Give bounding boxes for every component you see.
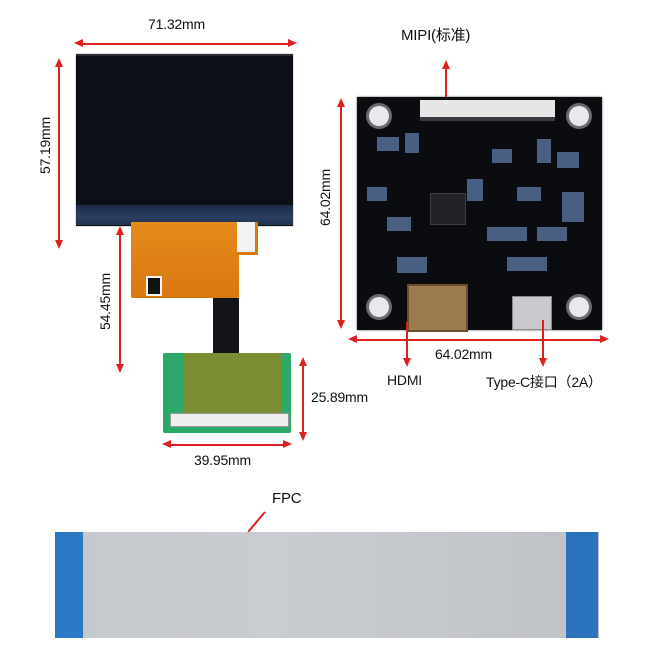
arrow-down-icon — [337, 320, 345, 329]
board-width-dimension-line — [354, 339, 604, 341]
lcd-fpc-component — [146, 276, 162, 296]
arrow-right-icon — [288, 39, 297, 47]
arrow-left-icon — [162, 440, 171, 448]
fpc-length-dimension-line — [119, 231, 121, 366]
smd-component — [557, 152, 579, 168]
adapter-height-dimension-line — [302, 362, 304, 436]
type-c-port — [512, 296, 552, 330]
arrow-up-icon — [116, 226, 124, 235]
main-chip — [430, 193, 466, 225]
mipi-connector — [420, 100, 555, 121]
smd-component — [387, 217, 411, 231]
mipi-label: MIPI(标准) — [401, 27, 471, 44]
lcd-width-label: 71.32mm — [148, 16, 205, 32]
board-height-dimension-line — [340, 104, 342, 322]
arrow-left-icon — [348, 335, 357, 343]
lcd-width-dimension-line — [80, 43, 292, 45]
smd-component — [397, 257, 427, 273]
adapter-connector — [170, 413, 289, 427]
arrow-up-icon — [299, 357, 307, 366]
hdmi-label: HDMI — [387, 372, 422, 388]
hdmi-pointer-line — [406, 322, 408, 360]
mounting-hole — [569, 297, 589, 317]
arrow-down-icon — [299, 432, 307, 441]
mounting-hole — [369, 106, 389, 126]
fpc-label: FPC — [272, 490, 302, 507]
arrow-right-icon — [283, 440, 292, 448]
smd-component — [507, 257, 547, 271]
board-height-label: 64.02mm — [317, 169, 333, 226]
smd-component — [537, 139, 551, 163]
fpc-length-label: 54.45mm — [97, 273, 113, 330]
smd-component — [377, 137, 399, 151]
arrow-right-icon — [600, 335, 609, 343]
arrow-down-icon — [539, 358, 547, 367]
arrow-up-icon — [442, 60, 450, 69]
fpc-ribbon-left-stiffener — [55, 532, 83, 638]
arrow-down-icon — [403, 358, 411, 367]
fpc-ribbon-right-stiffener — [566, 532, 598, 638]
typec-pointer-line — [542, 320, 544, 360]
mipi-pointer-line — [445, 66, 447, 102]
board-width-label: 64.02mm — [435, 346, 492, 362]
smd-component — [517, 187, 541, 201]
adapter-board-gold-area — [183, 353, 281, 419]
mounting-hole — [569, 106, 589, 126]
lcd-height-label: 57.19mm — [37, 117, 53, 174]
arrow-left-icon — [74, 39, 83, 47]
adapter-height-label: 25.89mm — [311, 389, 368, 405]
lcd-fpc-tab — [237, 222, 258, 255]
smd-component — [467, 179, 483, 201]
smd-component — [562, 192, 584, 222]
lcd-fpc-black-tail — [213, 298, 239, 356]
arrow-down-icon — [116, 364, 124, 373]
lcd-panel — [76, 54, 293, 226]
fpc-pointer-line — [247, 511, 266, 533]
smd-component — [405, 133, 419, 153]
lcd-panel-edge — [76, 205, 293, 225]
lcd-height-dimension-line — [58, 64, 60, 242]
smd-component — [487, 227, 527, 241]
adapter-width-dimension-line — [168, 444, 288, 446]
adapter-width-label: 39.95mm — [194, 452, 251, 468]
smd-component — [492, 149, 512, 163]
fpc-ribbon-cable — [55, 532, 599, 638]
smd-component — [537, 227, 567, 241]
arrow-down-icon — [55, 240, 63, 249]
driver-board-pcb — [357, 97, 602, 330]
hdmi-port — [407, 284, 468, 332]
typec-label: Type-C接口（2A） — [486, 374, 602, 390]
mounting-hole — [369, 297, 389, 317]
arrow-up-icon — [337, 98, 345, 107]
smd-component — [367, 187, 387, 201]
arrow-up-icon — [55, 58, 63, 67]
